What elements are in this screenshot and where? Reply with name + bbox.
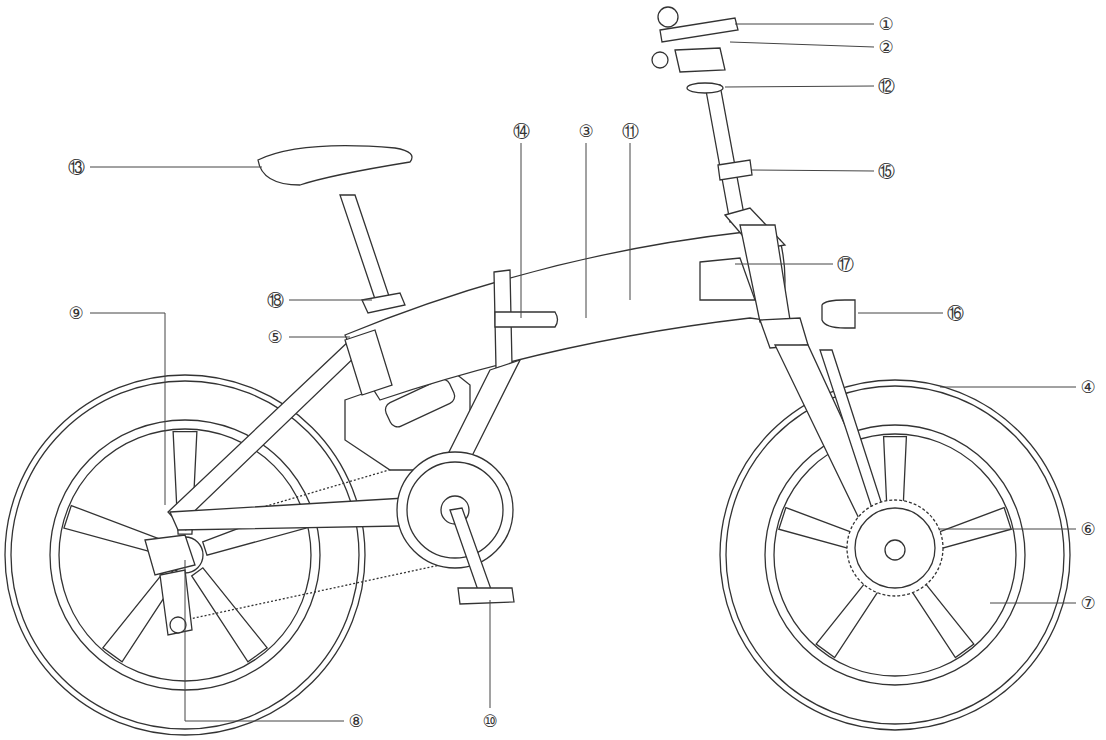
callout-number: ⑪ — [621, 122, 640, 140]
callout-number: ⑨ — [67, 304, 84, 322]
rear-wheel — [5, 375, 365, 735]
callout-number: ⑬ — [67, 158, 86, 176]
callout-number: ⑮ — [877, 162, 896, 180]
callout-number: ⑰ — [836, 255, 855, 273]
callout-number: ⑤ — [266, 328, 283, 346]
callout-number: ④ — [1079, 378, 1096, 396]
callout-number: ⑩ — [481, 712, 498, 730]
frame — [145, 7, 943, 635]
callout-number: ⑥ — [1079, 520, 1096, 538]
callout-number: ⑦ — [1079, 594, 1096, 612]
callout-number: ⑱ — [266, 291, 285, 309]
callout-number: ⑫ — [877, 77, 896, 95]
callout-number: ① — [877, 15, 894, 33]
callout-number: ⑧ — [347, 712, 364, 730]
wheel-spoke — [192, 568, 267, 662]
callout-number: ⑭ — [512, 122, 531, 140]
callout-number: ③ — [577, 122, 594, 140]
callout-number: ⑯ — [946, 304, 965, 322]
front-wheel — [720, 380, 1070, 730]
leader-lines — [90, 24, 1076, 721]
callout-number: ② — [877, 38, 894, 56]
